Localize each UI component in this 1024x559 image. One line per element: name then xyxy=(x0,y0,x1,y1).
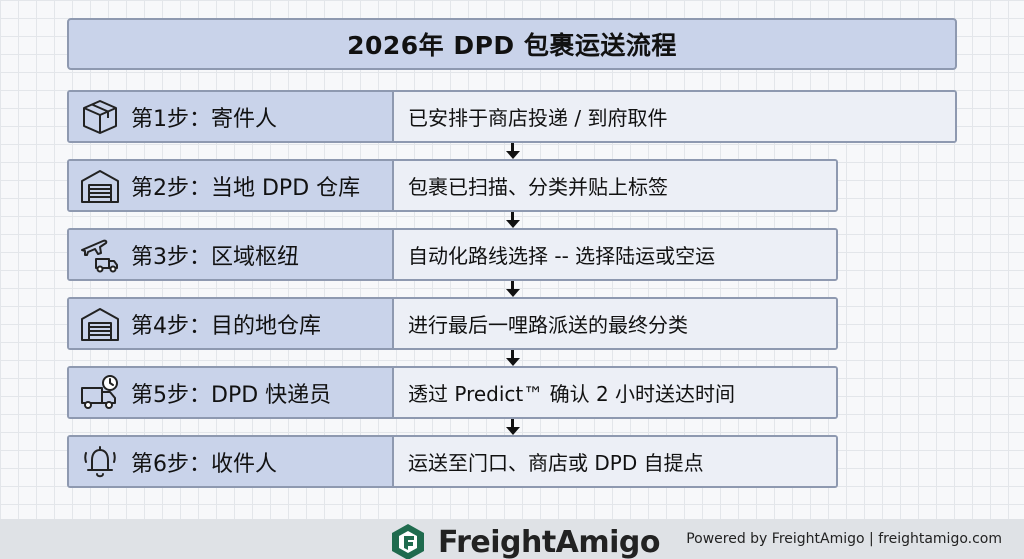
bell-icon xyxy=(69,437,131,486)
flow-arrow-1 xyxy=(505,143,521,160)
step-3-description: 自动化路线选择 -- 选择陆运或空运 xyxy=(394,230,836,279)
flow-arrow-4 xyxy=(505,350,521,367)
step-6-label: 第6步：收件人 xyxy=(131,451,277,477)
step-6: 第6步：收件人 运送至门口、商店或 DPD 自提点 xyxy=(67,435,838,488)
plane-truck-icon xyxy=(69,230,131,279)
brand-name: FreightAmigo xyxy=(438,524,661,559)
step-4: 第4步：目的地仓库 进行最后一哩路派送的最终分类 xyxy=(67,297,838,350)
footer-bar: FreightAmigo Powered by FreightAmigo | f… xyxy=(0,519,1024,559)
step-4-label: 第4步：目的地仓库 xyxy=(131,313,321,339)
step-2-description: 包裹已扫描、分类并贴上标签 xyxy=(394,161,836,210)
step-1-label: 第1步：寄件人 xyxy=(131,106,277,132)
powered-by-text: Powered by FreightAmigo | freightamigo.c… xyxy=(686,531,1002,547)
step-6-description: 运送至门口、商店或 DPD 自提点 xyxy=(394,437,836,486)
brand: FreightAmigo xyxy=(388,522,661,559)
warehouse-icon xyxy=(69,161,131,210)
step-4-header: 第4步：目的地仓库 xyxy=(69,299,394,348)
step-5-label: 第5步：DPD 快递员 xyxy=(131,382,332,408)
step-6-header: 第6步：收件人 xyxy=(69,437,394,486)
step-2-label: 第2步：当地 DPD 仓库 xyxy=(131,175,361,201)
step-1-description: 已安排于商店投递 / 到府取件 xyxy=(394,92,955,141)
step-2-header: 第2步：当地 DPD 仓库 xyxy=(69,161,394,210)
step-2: 第2步：当地 DPD 仓库 包裹已扫描、分类并贴上标签 xyxy=(67,159,838,212)
step-5-description: 透过 Predict™ 确认 2 小时送达时间 xyxy=(394,368,836,417)
step-1: 第1步：寄件人 已安排于商店投递 / 到府取件 xyxy=(67,90,957,143)
step-5: 第5步：DPD 快递员 透过 Predict™ 确认 2 小时送达时间 xyxy=(67,366,838,419)
step-3-label: 第3步：区域枢纽 xyxy=(131,244,299,270)
flow-arrow-3 xyxy=(505,281,521,298)
step-3: 第3步：区域枢纽 自动化路线选择 -- 选择陆运或空运 xyxy=(67,228,838,281)
freightamigo-logo-icon xyxy=(392,524,424,559)
step-3-header: 第3步：区域枢纽 xyxy=(69,230,394,279)
diagram-title: 2026年 DPD 包裹运送流程 xyxy=(67,18,957,70)
warehouse-icon xyxy=(69,299,131,348)
box-icon xyxy=(69,92,131,141)
flow-arrow-5 xyxy=(505,419,521,436)
step-5-header: 第5步：DPD 快递员 xyxy=(69,368,394,417)
flow-arrow-2 xyxy=(505,212,521,229)
truck-clock-icon xyxy=(69,368,131,417)
step-4-description: 进行最后一哩路派送的最终分类 xyxy=(394,299,836,348)
step-1-header: 第1步：寄件人 xyxy=(69,92,394,141)
